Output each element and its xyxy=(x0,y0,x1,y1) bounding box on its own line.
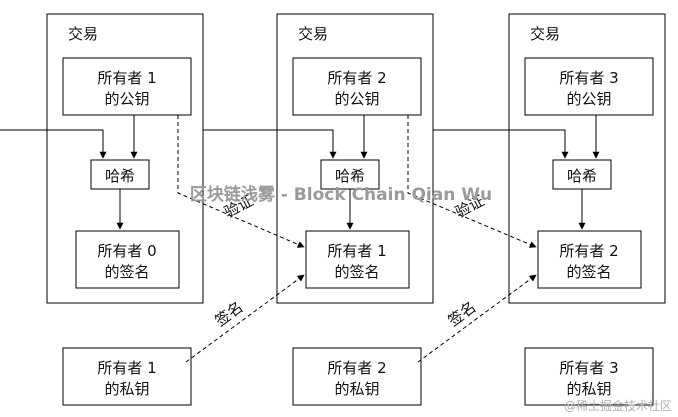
transaction-1: 交易 所有者 1 的公钥 哈希 所有者 0 的签名 xyxy=(46,13,204,304)
transaction-3-title: 交易 xyxy=(530,25,560,43)
private-key-2-line2: 的私钥 xyxy=(334,380,379,398)
transaction-1-title: 交易 xyxy=(68,25,98,43)
transaction-3-pubkey-box xyxy=(524,57,654,116)
transaction-2-signature-line2: 的签名 xyxy=(334,263,379,281)
transaction-1-pubkey-box xyxy=(62,57,192,116)
transaction-3-pubkey-line1: 所有者 3 xyxy=(559,69,618,87)
transaction-3-signature-box xyxy=(537,230,642,289)
private-key-1-line2: 的私钥 xyxy=(104,380,149,398)
transaction-2-frame xyxy=(276,13,434,304)
private-key-2-box xyxy=(292,347,422,406)
private-key-3-line2: 的私钥 xyxy=(566,380,611,398)
watermark-text: 区块链浅雾 - Block Chain Qian Wu xyxy=(190,184,492,205)
transaction-2-pubkey-line1: 所有者 2 xyxy=(327,69,386,87)
sign-arrow-1 xyxy=(185,274,305,363)
transaction-1-pubkey-line2: 的公钥 xyxy=(104,90,149,108)
private-key-3-box xyxy=(524,347,654,406)
transaction-2-pubkey-box xyxy=(292,57,422,116)
tx1-to-hash-2-arrow xyxy=(203,129,337,159)
transaction-1-pubkey-line1: 所有者 1 xyxy=(97,69,156,87)
transaction-1-frame xyxy=(46,13,204,304)
transaction-2-signature-line1: 所有者 1 xyxy=(327,242,386,260)
sign-arrow-2 xyxy=(417,274,537,363)
transaction-1-signature-box xyxy=(75,230,180,289)
private-key-2-line1: 所有者 2 xyxy=(327,359,386,377)
private-key-3-line1: 所有者 3 xyxy=(559,359,618,377)
hash-flow-arrows xyxy=(0,115,600,230)
footer-credit: @稀土掘金技术社区 xyxy=(564,398,672,413)
incoming-hash-arrow xyxy=(0,129,107,159)
transaction-2-pubkey-line2: 的公钥 xyxy=(334,90,379,108)
sign-arrows xyxy=(185,274,537,363)
transaction-2: 交易 所有者 2 的公钥 哈希 所有者 1 的签名 xyxy=(276,13,434,304)
transaction-3-signature-line1: 所有者 2 xyxy=(559,242,618,260)
private-keys: 所有者 1 的私钥 所有者 2 的私钥 所有者 3 的私钥 xyxy=(62,347,654,406)
verify-arrow-2 xyxy=(407,115,537,248)
sign-label-1: 签名 xyxy=(212,298,247,330)
private-key-1-box xyxy=(62,347,192,406)
transaction-2-hash-label: 哈希 xyxy=(335,167,365,185)
transaction-3-signature-line2: 的签名 xyxy=(566,263,611,281)
private-key-1-line1: 所有者 1 xyxy=(97,359,156,377)
sign-label-2: 签名 xyxy=(445,298,480,330)
verify-arrow-1 xyxy=(177,115,305,248)
transaction-1-hash-label: 哈希 xyxy=(105,167,135,185)
transaction-3: 交易 所有者 3 的公钥 哈希 所有者 2 的签名 xyxy=(508,13,666,304)
transaction-2-title: 交易 xyxy=(298,25,328,43)
transaction-3-frame xyxy=(508,13,666,304)
tx2-to-hash-3-arrow xyxy=(433,129,569,159)
transaction-1-signature-line1: 所有者 0 xyxy=(97,242,156,260)
verify-arrows xyxy=(177,115,537,248)
transaction-1-signature-line2: 的签名 xyxy=(104,263,149,281)
transaction-3-pubkey-line2: 的公钥 xyxy=(566,90,611,108)
transaction-2-signature-box xyxy=(305,230,410,289)
transaction-3-hash-label: 哈希 xyxy=(567,167,597,185)
